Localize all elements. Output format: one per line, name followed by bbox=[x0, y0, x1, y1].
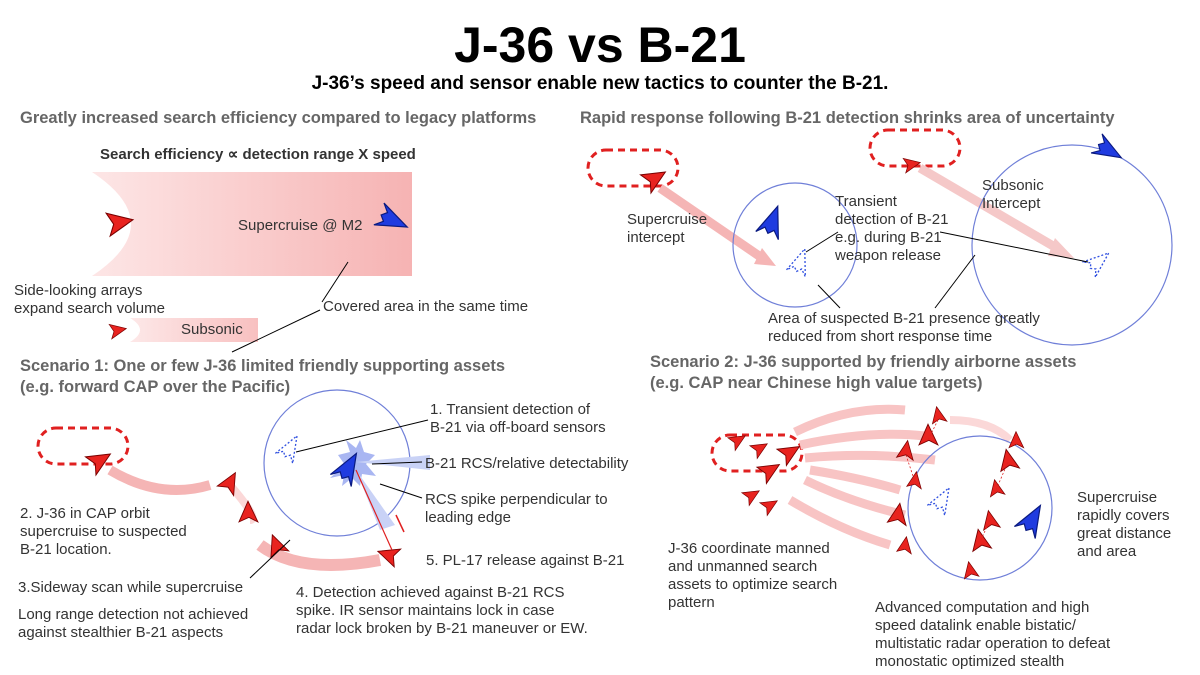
rcs-detectability-label: B-21 RCS/relative detectability bbox=[425, 455, 629, 472]
j36-icon bbox=[896, 535, 915, 555]
j36-icon bbox=[996, 447, 1020, 472]
cap-orbit bbox=[868, 128, 962, 168]
subsonic-label: Subsonic bbox=[181, 321, 243, 338]
uncertainty-area-large bbox=[971, 144, 1173, 346]
j36-icon bbox=[108, 321, 128, 340]
long-range-label: Long range detection not achieved agains… bbox=[18, 606, 249, 641]
intercept-arrow bbox=[657, 184, 768, 264]
scenario1-step3: 3.Sideway scan while supercruise bbox=[18, 579, 244, 596]
search-efficiency-heading: Greatly increased search efficiency comp… bbox=[20, 109, 537, 127]
subsonic-intercept-label: Subsonic Intercept bbox=[982, 177, 1044, 212]
scenario2-heading: Scenario 2: J-36 supported by friendly a… bbox=[650, 353, 1077, 392]
rcs-beam bbox=[356, 455, 430, 470]
search-asset-track bbox=[809, 465, 902, 495]
scenario1-step1: 1. Transient detection of B-21 via off-b… bbox=[430, 401, 606, 436]
leader-line bbox=[295, 419, 429, 453]
b21-suspected-icon bbox=[926, 482, 959, 517]
cap-orbit bbox=[586, 148, 680, 188]
leader-line bbox=[934, 254, 976, 309]
leader-line bbox=[231, 309, 321, 353]
leader-line bbox=[321, 261, 349, 303]
b21-icon bbox=[755, 201, 790, 241]
multistatic-radar-label: Advanced computation and high speed data… bbox=[875, 599, 1111, 670]
scenario1-step4: 4. Detection achieved against B-21 RCS s… bbox=[296, 584, 588, 637]
search-asset-track bbox=[804, 450, 936, 465]
cap-orbit bbox=[36, 426, 130, 466]
pl17-missile-icon bbox=[395, 514, 405, 533]
supercruise-track bbox=[256, 540, 382, 571]
supercruise-intercept-label: Supercruise intercept bbox=[627, 211, 708, 246]
datalink-line bbox=[905, 454, 916, 483]
side-arrays-label: Side-looking arrays expand search volume bbox=[14, 282, 165, 317]
page-title: J-36 vs B-21 bbox=[454, 17, 746, 73]
intercept-arrow bbox=[917, 164, 1063, 254]
j36-icon bbox=[980, 508, 1001, 531]
j36-icon bbox=[929, 405, 948, 425]
j36-icon bbox=[741, 484, 764, 506]
b21-suspected-icon bbox=[785, 244, 815, 278]
j36-icon bbox=[727, 429, 750, 451]
leader-line bbox=[939, 231, 1089, 263]
search-asset-track bbox=[803, 475, 907, 520]
leader-line bbox=[371, 461, 423, 465]
search-efficiency-formula: Search efficiency ∝ detection range X sp… bbox=[100, 146, 416, 163]
search-asset-track bbox=[787, 496, 892, 550]
transient-detection-label: Transient detection of B-21 e.g. during … bbox=[835, 193, 949, 264]
j36-icon bbox=[759, 494, 782, 516]
search-asset-track bbox=[793, 404, 906, 437]
radar-line bbox=[355, 469, 393, 551]
uncertainty-area-small bbox=[732, 182, 858, 308]
rapid-response-heading: Rapid response following B-21 detection … bbox=[580, 109, 1115, 127]
b21-icon bbox=[1090, 133, 1128, 168]
leader-line bbox=[379, 483, 423, 499]
supercruise-coverage-sweep bbox=[92, 172, 412, 276]
rcs-spike-label: RCS spike perpendicular to leading edge bbox=[425, 491, 608, 526]
j36-icon bbox=[968, 527, 992, 552]
datalink-line bbox=[979, 519, 991, 543]
intercept-arrow-head bbox=[1048, 238, 1074, 258]
scenario2-panel bbox=[710, 404, 1053, 581]
page-subtitle: J-36’s speed and sensor enable new tacti… bbox=[311, 73, 889, 94]
supercruise-label: Supercruise @ M2 bbox=[238, 217, 363, 234]
search-efficiency-panel bbox=[92, 172, 413, 353]
leader-line bbox=[249, 539, 291, 579]
cap-orbit bbox=[710, 433, 804, 473]
subsonic-coverage-sweep bbox=[130, 318, 258, 342]
uncertainty-area-label: Area of suspected B-21 presence greatly … bbox=[768, 310, 1040, 345]
leader-line bbox=[805, 231, 839, 253]
multistatic-area-circle bbox=[907, 435, 1053, 581]
rapid-response-panel bbox=[586, 128, 1173, 346]
j36-icon bbox=[961, 560, 980, 580]
search-asset-track bbox=[799, 429, 926, 450]
j36-icon bbox=[749, 437, 772, 459]
scenario1-panel bbox=[36, 389, 430, 579]
datalink-line bbox=[995, 461, 1009, 491]
search-asset-track bbox=[949, 416, 1013, 443]
scenario1-step5: 5. PL-17 release against B-21 bbox=[426, 552, 625, 569]
leader-line bbox=[817, 284, 841, 309]
rcs-beam bbox=[356, 470, 395, 530]
intercept-arrow-head bbox=[754, 248, 776, 266]
scenario1-heading: Scenario 1: One or few J-36 limited frie… bbox=[20, 357, 506, 396]
b21-icon bbox=[1013, 498, 1052, 540]
j36-icon bbox=[987, 478, 1006, 498]
coordinate-assets-label: J-36 coordinate manned and unmanned sear… bbox=[668, 540, 838, 611]
covered-area-label: Covered area in the same time bbox=[323, 298, 529, 315]
b21-suspected-icon bbox=[274, 430, 307, 465]
supercruise-coverage-label: Supercruise rapidly covers great distanc… bbox=[1077, 489, 1172, 560]
j36-icon bbox=[906, 470, 925, 490]
scenario1-step2: 2. J-36 in CAP orbit supercruise to susp… bbox=[20, 505, 187, 558]
supercruise-track bbox=[107, 465, 212, 495]
